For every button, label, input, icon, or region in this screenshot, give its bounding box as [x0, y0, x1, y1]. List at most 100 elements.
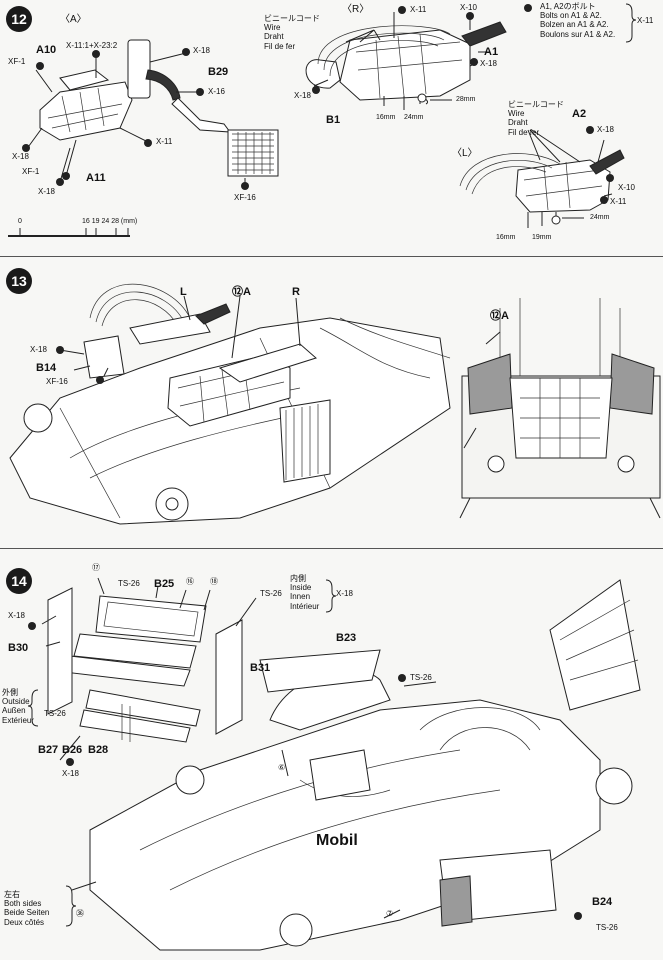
screw-19mm: 19mm	[532, 234, 552, 241]
outside-note: 外側 Outside Außen Extérieur	[2, 688, 34, 725]
bolts-note-line: Bolzen an A1 & A2.	[540, 20, 609, 30]
wire-note-line: Wire	[264, 23, 281, 33]
part-a10: A10	[36, 44, 57, 56]
bolts-note-line: Boulons sur A1 & A2.	[540, 29, 616, 39]
part-x18: X-18	[294, 91, 311, 100]
part-ts26: TS-26	[260, 589, 282, 598]
bolts-note: A1, A2のボルト Bolts on A1 & A2. Bolzen an A…	[540, 2, 615, 39]
part-x18: X-18	[12, 152, 29, 161]
bolt-icon	[56, 178, 64, 186]
both-sides-note-line: Deux côtés	[4, 917, 45, 927]
part-x18: X-18	[38, 187, 55, 196]
part-a2: A2	[572, 108, 587, 120]
inside-note-line: Intérieur	[290, 601, 320, 611]
step-14: 14	[0, 550, 663, 960]
screw-24mm: 24mm	[590, 214, 610, 221]
bolt-icon	[312, 86, 320, 94]
step-14-drawing	[27, 577, 641, 951]
part-b26: B26	[62, 744, 83, 756]
part-x10: X-10	[460, 3, 477, 12]
bolt-icon	[182, 48, 190, 56]
bolt-icon	[574, 912, 582, 920]
wire-note-line: Draht	[264, 32, 284, 42]
bolt-icon	[62, 172, 70, 180]
bolt-icon	[144, 139, 152, 147]
bolt-icon	[600, 196, 608, 204]
part-xf16: XF-16	[234, 193, 256, 202]
part-b27: B27	[38, 744, 59, 756]
part-b28: B28	[88, 744, 109, 756]
both-sides-note: 左右 Both sides Beide Seiten Deux côtés	[4, 890, 49, 927]
bolt-icon	[56, 346, 64, 354]
part-x11: X-11	[610, 197, 627, 206]
part-b31: B31	[250, 662, 271, 674]
part-b14: B14	[36, 362, 57, 374]
part-ts26: TS-26	[410, 673, 432, 682]
ruler-zero: 0	[18, 218, 22, 225]
callout-17: ⑰	[92, 563, 100, 572]
part-x16: X-16	[208, 87, 225, 96]
label-l: L	[180, 286, 187, 298]
outside-note-line: Extérieur	[2, 715, 35, 725]
inside-note: 内側 Inside Innen Intérieur	[290, 574, 319, 611]
part-x18: X-18	[480, 59, 497, 68]
subassembly-a-label: 〈A〉	[60, 14, 87, 25]
part-x18: X-18	[30, 345, 47, 354]
bolts-note-line: Bolts on A1 & A2.	[540, 11, 602, 21]
step-number: 14	[6, 568, 32, 594]
part-ts26: TS-26	[596, 923, 618, 932]
part-x18: X-18	[8, 611, 25, 620]
step-number: 12	[6, 6, 32, 32]
bolt-icon	[586, 126, 594, 134]
part-a1: A1	[484, 46, 499, 58]
wire-note-line: Wire	[508, 109, 525, 119]
bolt-icon	[241, 182, 249, 190]
bolt-icon	[524, 4, 532, 12]
part-b24: B24	[592, 896, 613, 908]
part-xf1: XF-1	[8, 57, 26, 66]
part-b29: B29	[208, 66, 229, 78]
step-number: 13	[6, 268, 32, 294]
screw-24mm: 24mm	[404, 114, 424, 121]
screw-28mm: 28mm	[456, 96, 476, 103]
part-x11: X-11	[156, 137, 173, 146]
part-x18: X-18	[597, 125, 614, 134]
ruler-ticks: 16 19 24 28 (mm)	[82, 218, 138, 225]
bolt-icon	[36, 62, 44, 70]
part-x11: X-11	[410, 5, 427, 14]
label-step12-a-detail: ⑫A	[490, 310, 509, 322]
bolt-icon	[466, 12, 474, 20]
inside-note-line: Inside	[290, 583, 312, 593]
callout-16: ⑯	[186, 577, 194, 586]
callout-36: ㊱	[76, 909, 84, 918]
step-12-drawing	[8, 3, 637, 237]
bolt-icon	[66, 758, 74, 766]
wire-note-line: Draht	[508, 118, 528, 128]
part-x11-x23: X-11:1+X-23:2	[66, 41, 118, 50]
callout-18: ⑱	[210, 577, 218, 586]
bolt-icon	[606, 174, 614, 182]
inside-note-line: 内側	[290, 574, 306, 583]
callout-6: ⑥	[278, 763, 286, 772]
both-sides-note-line: 左右	[4, 890, 20, 899]
both-sides-note-line: Beide Seiten	[4, 908, 50, 918]
both-sides-note-line: Both sides	[4, 899, 42, 909]
part-a11: A11	[86, 172, 106, 184]
part-b30: B30	[8, 642, 29, 654]
part-x18: X-18	[193, 46, 210, 55]
wire-note-line: Fil de fer	[508, 127, 540, 137]
part-x18: X-18	[336, 589, 353, 598]
step-12: 12 〈A〉 〈R〉 〈L〉	[0, 0, 663, 250]
bolts-note-line: A1, A2のボルト	[540, 2, 596, 11]
outside-note-line: Outside	[2, 697, 30, 707]
bolt-icon	[398, 6, 406, 14]
subassembly-l-label: 〈L〉	[452, 148, 478, 159]
part-b1: B1	[326, 114, 341, 126]
mobil-logo: Mobil	[316, 832, 358, 849]
part-x10: X-10	[618, 183, 635, 192]
screw-16mm: 16mm	[496, 234, 516, 241]
outside-note-line: 外側	[2, 688, 18, 697]
wire-note-line: Fil de fer	[264, 41, 296, 51]
bolt-icon	[96, 376, 104, 384]
step-divider	[0, 548, 663, 549]
